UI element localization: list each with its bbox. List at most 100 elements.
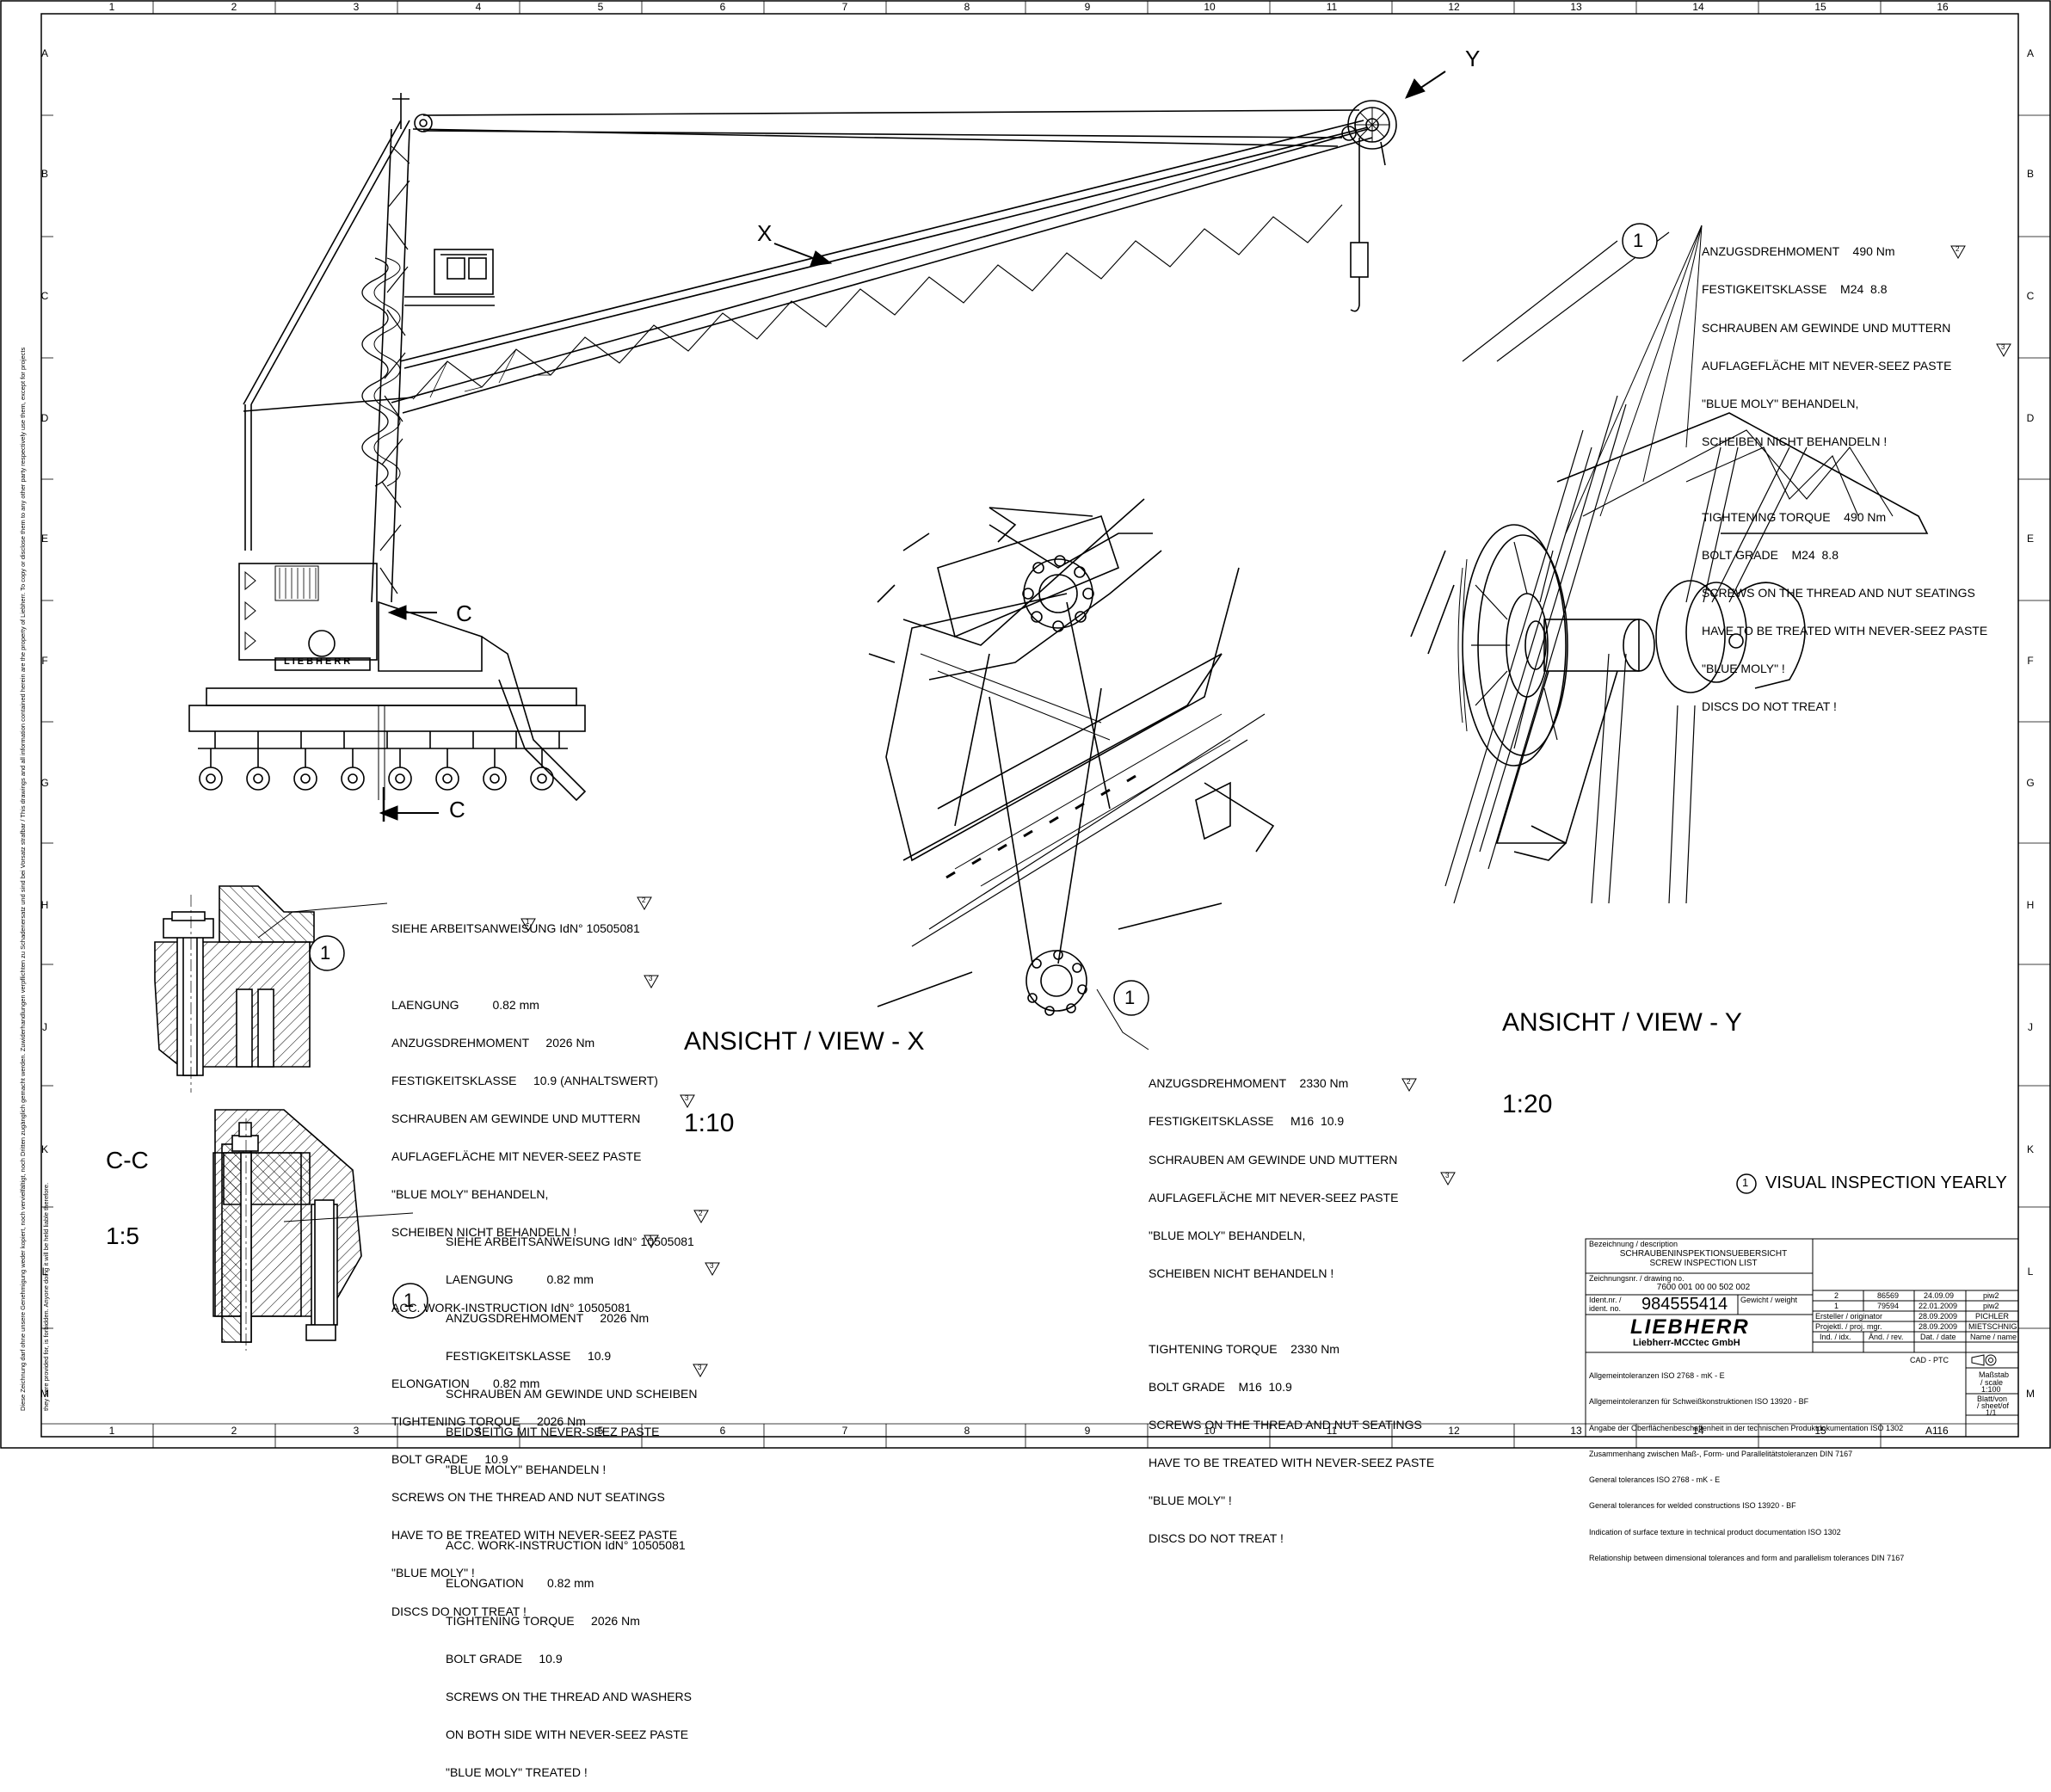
grid-row-label: F (41, 655, 48, 667)
upper-flange-bolts (1022, 555, 1094, 632)
tb-col-date: Dat. / date (1920, 1333, 1956, 1341)
grid-row-label: A (40, 47, 48, 59)
tb-rev-date: 24.09.09 (1924, 1291, 1955, 1300)
tb-col-change: Änd. / rev. (1869, 1333, 1904, 1341)
note-line: SCREWS ON THE THREAD AND NUT SEATINGS (1702, 585, 1975, 600)
grid-col-label: 11 (1326, 1425, 1338, 1437)
tb-tolerance-line: Allgemeintoleranzen für Schweißkonstrukt… (1589, 1397, 1809, 1407)
note-line: ACC. WORK-INSTRUCTION IdN° 10505081 (391, 1301, 631, 1315)
note-line: SCHRAUBEN AM GEWINDE UND MUTTERN (1702, 320, 1951, 335)
note-line: BOLT GRADE 10.9 (446, 1652, 563, 1666)
grid-col-label: 4 (475, 1, 482, 13)
crane-brand-text: LIEBHERR (284, 656, 354, 667)
grid-row-label: B (2026, 168, 2034, 180)
section-cc-top (154, 885, 315, 1093)
revision-triangle-number: 3 (2001, 343, 2005, 351)
grid-row-label: J (42, 1021, 47, 1033)
callout-circles (309, 223, 1757, 1319)
callout-leaders (257, 902, 1149, 1222)
sheave-axle (1543, 619, 1640, 672)
tb-tolerances: Allgemeintoleranzen ISO 2768 - mK - E Al… (1589, 1354, 1904, 1580)
tb-weight-label: Gewicht / weight (1740, 1296, 1798, 1304)
backstay (243, 120, 402, 405)
note-line: SCHRAUBEN AM GEWINDE UND SCHEIBEN (446, 1386, 698, 1401)
note-line (391, 960, 677, 973)
tb-tolerance-line: General tolerances for welded constructi… (1589, 1501, 1796, 1511)
copyright-line: they were provided for, is forbidden. An… (42, 1182, 50, 1411)
crane-chassis (188, 705, 586, 732)
note-line: SCHEIBEN NICHT BEHANDELN ! (391, 1224, 577, 1239)
tb-ident-no: 984555414 (1641, 1295, 1728, 1314)
note-line: SCREWS ON THE THREAD AND NUT SEATINGS (1149, 1417, 1422, 1432)
callout-number: 1 (403, 1290, 415, 1311)
note-line: LAENGUNG 0.82 mm (446, 1272, 594, 1287)
grid-col-label: 3 (353, 1425, 360, 1437)
grid-col-label: 7 (841, 1425, 848, 1437)
tb-tolerance-line: Angabe der Oberflächenbeschaffenheit in … (1589, 1423, 1904, 1432)
tb-rev-name: piw2 (1983, 1302, 1999, 1310)
note-line: SCHRAUBEN AM GEWINDE UND MUTTERN (1149, 1152, 1398, 1167)
crane-tower (361, 128, 410, 603)
grid-row-label: H (2026, 899, 2035, 911)
view-y-detail (1410, 231, 1929, 904)
view-y-title: ANSICHT / VIEW - Y 1:20 (1502, 955, 1742, 1145)
grid-col-label: 1 (108, 1425, 115, 1437)
grid-col-label: 15 (1814, 1, 1826, 13)
note-line: "BLUE MOLY" BEHANDELN ! (446, 1462, 607, 1476)
grid-col-label: 9 (1084, 1, 1091, 13)
grid-col-label: 8 (964, 1425, 970, 1437)
grid-row-label: L (2027, 1265, 2034, 1278)
note-line: "BLUE MOLY" ! (1149, 1493, 1232, 1508)
copyright-line: Diese Zeichnung darf ohne unsere Genehmi… (19, 347, 27, 1411)
grid-col-label: 2 (231, 1, 237, 13)
grid-col-label: 10 (1204, 1425, 1216, 1437)
view-label-y: Y (1465, 46, 1481, 71)
note-line: "BLUE MOLY" BEHANDELN, (1702, 396, 1859, 410)
revision-triangle-number: 1 (526, 918, 530, 926)
grid-row-label: K (40, 1143, 48, 1155)
grid-col-label: 13 (1570, 1425, 1582, 1437)
tb-sheet-value: 1/1 (1986, 1408, 1997, 1417)
view-y-scale: 1:20 (1502, 1089, 1553, 1118)
section-cc-bottom (212, 1109, 362, 1351)
note-line: HAVE TO BE TREATED WITH NEVER-SEEZ PASTE (1149, 1456, 1435, 1469)
tb-drawing-no: 7600 001 00 00 502 002 (1656, 1283, 1751, 1292)
callout-number: 1 (1124, 987, 1136, 1008)
note-line: "BLUE MOLY" BEHANDELN, (1149, 1228, 1306, 1242)
tb-tolerance-line: Allgemeintoleranzen ISO 2768 - mK - E (1589, 1371, 1725, 1381)
note-line: TIGHTENING TORQUE 490 Nm (1702, 509, 1887, 524)
note-line: ANZUGSDREHMOMENT 2330 Nm (1149, 1076, 1349, 1091)
grid-col-label: 14 (1692, 1425, 1704, 1437)
grid-row-label: A (2026, 47, 2034, 59)
view-x-detail (868, 498, 1275, 1016)
tb-description-de: SCHRAUBENINSPEKTIONSUEBERSICHT (1619, 1249, 1788, 1259)
view-x-title-text: ANSICHT / VIEW - X (684, 1027, 925, 1056)
view-x-scale: 1:10 (684, 1108, 735, 1137)
section-label-c-bottom: C (449, 797, 465, 822)
tb-col-idx: Ind. / idx. (1820, 1333, 1851, 1341)
tb-originator-date: 28.09.2009 (1919, 1312, 1958, 1321)
grid-col-label: 8 (964, 1, 970, 13)
revision-triangle-number: 2 (1407, 1078, 1411, 1086)
lattice-boom (391, 120, 1373, 414)
tb-description-label: Bezeichnung / description (1589, 1240, 1678, 1248)
grid-row-label: H (40, 899, 49, 911)
view-arrow-y (1405, 71, 1446, 99)
revision-triangle-number: 1 (649, 1235, 653, 1242)
tb-sheet-label-1: Blatt/von (1977, 1395, 2008, 1403)
section-cc-title-text: C-C (106, 1146, 149, 1173)
grid-col-label: 3 (353, 1, 360, 13)
grid-col-label: 6 (719, 1, 726, 13)
note-line: SCHEIBEN NICHT BEHANDELN ! (1702, 434, 1888, 448)
note-line: FESTIGKEITSKLASSE 10.9 (ANHALTSWERT) (391, 1073, 658, 1087)
grid-col-label: 5 (597, 1425, 604, 1437)
revision-triangle-number: 3 (710, 1262, 714, 1270)
tb-originator-name: PICHLER (1975, 1312, 2010, 1321)
section-arrow-c (379, 605, 439, 822)
crane-hook (1350, 242, 1369, 278)
tb-rev-change: 79594 (1877, 1302, 1900, 1310)
note-line: SCHEIBEN NICHT BEHANDELN ! (1149, 1265, 1334, 1280)
grid-col-label: 11 (1326, 1, 1338, 13)
revision-triangle-number: 2 (1956, 245, 1960, 253)
machinery-house (238, 563, 378, 661)
